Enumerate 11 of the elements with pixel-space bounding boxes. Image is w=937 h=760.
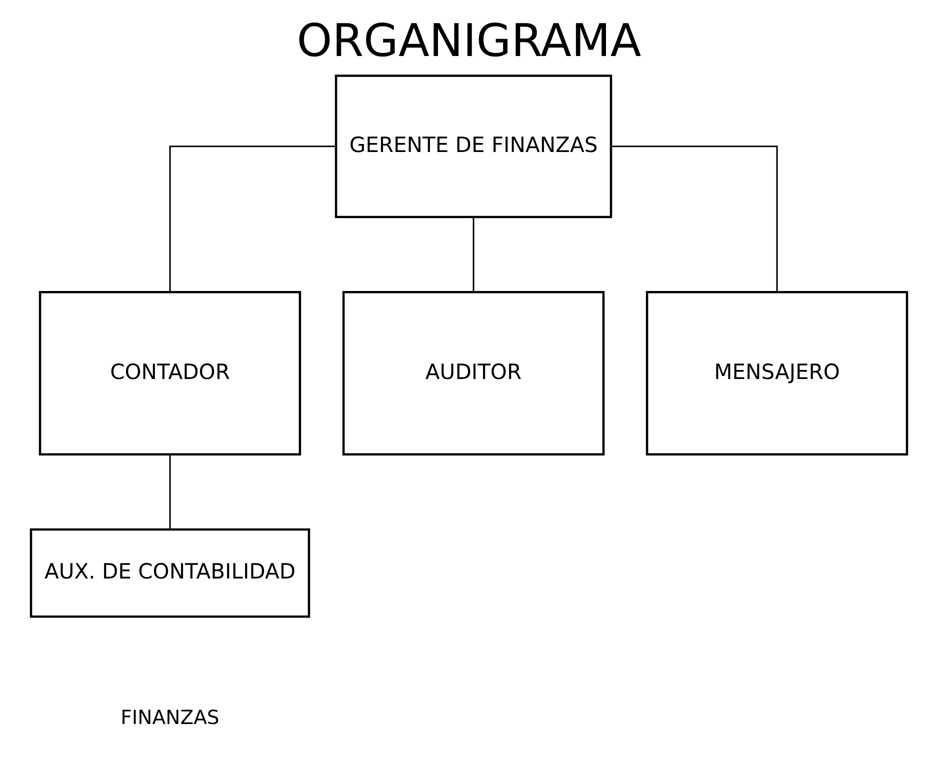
- connector: [168, 454, 170, 530]
- connector: [168, 146, 336, 292]
- node-box: MENSAJERO: [645, 290, 908, 456]
- node-box: CONTADOR: [38, 290, 301, 456]
- node-box: GERENTE DE FINANZAS: [334, 74, 612, 218]
- label: FINANZAS: [120, 706, 219, 729]
- connector: [610, 146, 778, 292]
- connector: [472, 218, 474, 292]
- diagram-title: ORGANIGRAMA: [296, 14, 641, 68]
- node-box: AUX. DE CONTABILIDAD: [29, 528, 310, 618]
- node-box: AUDITOR: [342, 290, 604, 456]
